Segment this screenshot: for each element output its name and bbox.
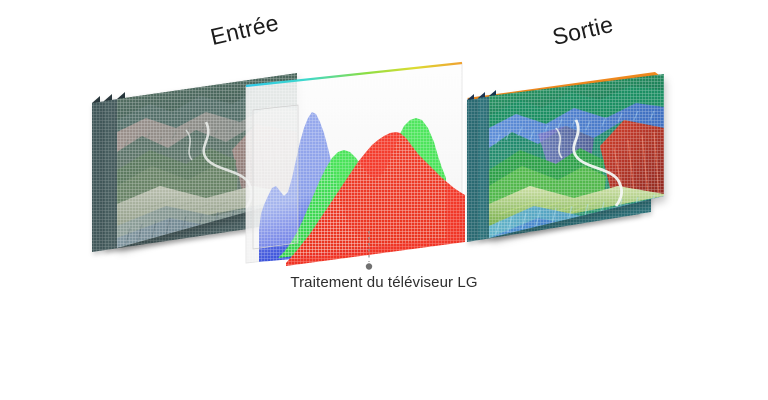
output-panel-front[interactable] [489,74,664,238]
processing-panel[interactable] [245,61,465,266]
rgb-histogram [259,112,465,266]
leader-line-group [365,231,373,270]
glass-sheet-front [252,104,299,250]
glass-top-edge [245,61,463,88]
leader-dot [365,263,373,270]
output-image-stack[interactable] [467,72,664,242]
processing-caption: Traitement du téléviseur LG [290,274,478,291]
